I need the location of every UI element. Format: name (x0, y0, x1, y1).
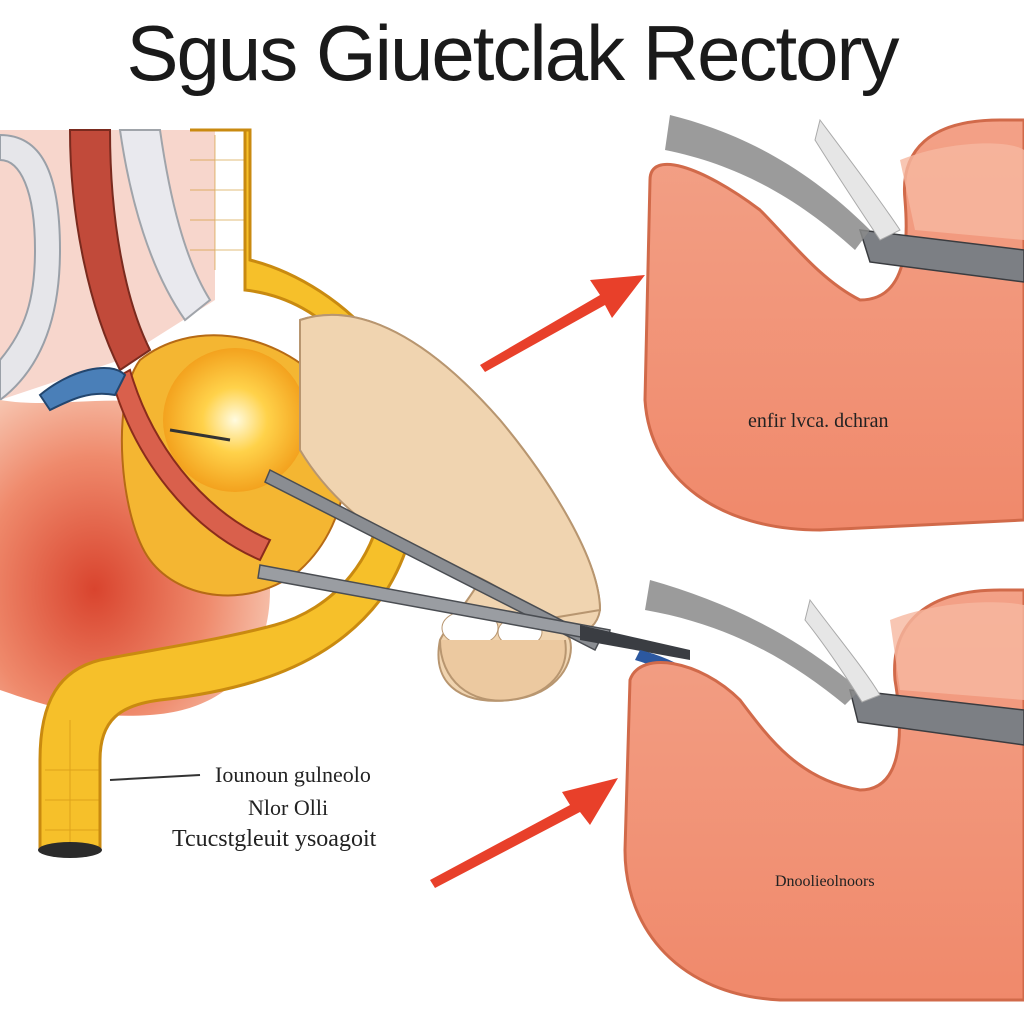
glowing-lesion (163, 348, 307, 492)
left-anatomy-group (0, 128, 421, 858)
esophagus (68, 129, 152, 372)
page-title: Sgus Giuetclak Rectory (126, 9, 899, 97)
callout-line-1: Iounoun gulneolo (215, 762, 371, 787)
gray-vessel (0, 133, 62, 402)
callout-leader-line (109, 774, 201, 781)
upper-right-specimen (643, 115, 1024, 532)
callout-line-2: Nlor Olli (248, 795, 329, 820)
red-arrow-icon (480, 275, 645, 372)
gray-vessel-2 (118, 129, 212, 322)
lower-right-specimen (623, 580, 1024, 1002)
stomach-texture (45, 135, 245, 845)
red-arrow-icon-2 (430, 778, 618, 888)
callout-line-3: Tcucstgleuit ysoagoit (172, 826, 377, 852)
tube-opening (38, 842, 102, 858)
upper-right-caption: enfir lvca. dchran (748, 410, 889, 432)
hand-icon (299, 313, 602, 702)
stomach-wall-section (110, 368, 272, 562)
lower-right-caption: Dnoolieolnoors (775, 873, 875, 890)
blue-vessel (38, 367, 127, 412)
